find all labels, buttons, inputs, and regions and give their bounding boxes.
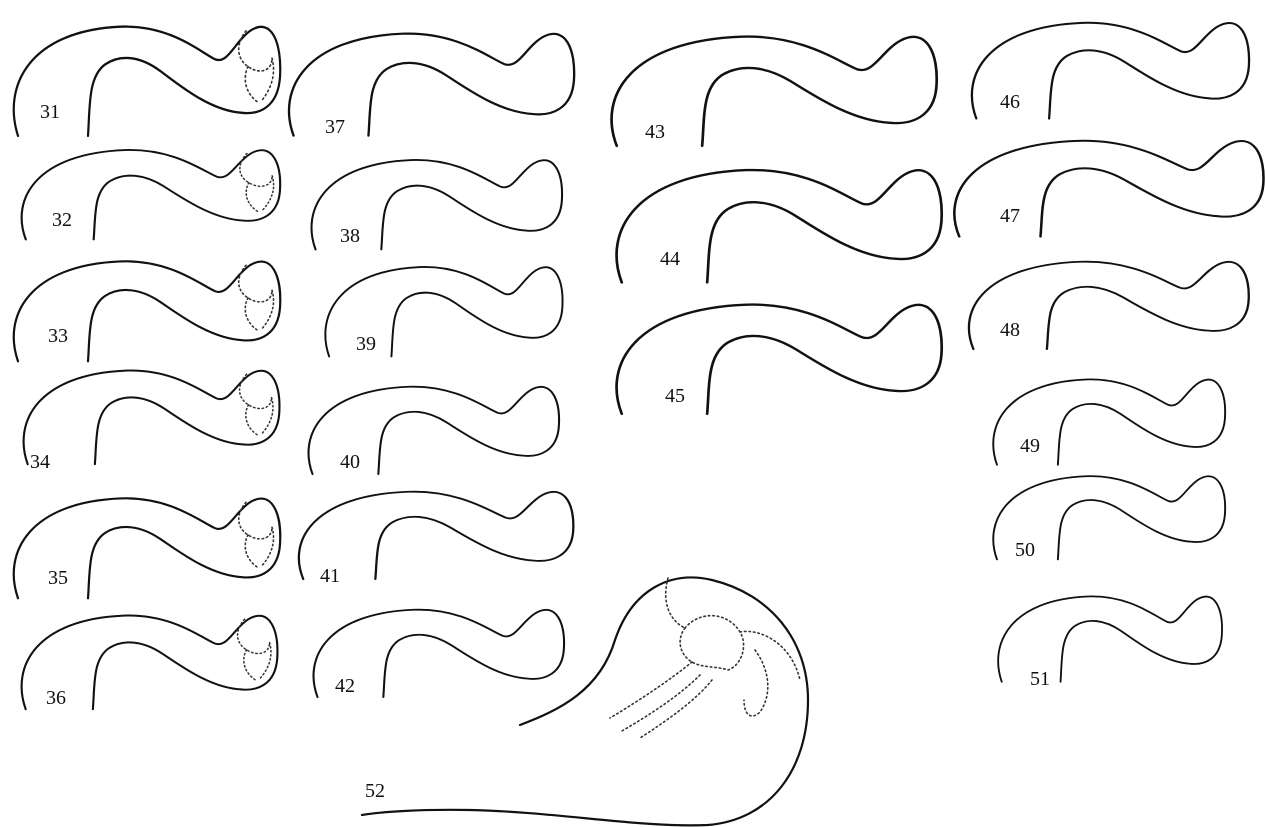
figure-number-label: 34 [30, 451, 50, 473]
figure-number-label: 47 [1000, 205, 1020, 227]
dotted-detail [262, 290, 274, 328]
dotted-detail [244, 650, 256, 681]
dotted-detail [245, 67, 258, 103]
dotted-detail [246, 183, 258, 212]
figure-number-label: 33 [48, 325, 68, 347]
figure-number-label: 49 [1020, 435, 1040, 457]
figure-number-label: 39 [356, 333, 376, 355]
dotted-detail [245, 298, 258, 331]
outline-figure-large [362, 578, 808, 826]
dotted-detail [610, 662, 692, 718]
outline-figure [24, 371, 280, 465]
dotted-detail [262, 58, 274, 100]
figure-number-label: 31 [40, 101, 60, 123]
dotted-detail [685, 616, 744, 670]
figure-number-label: 42 [335, 675, 355, 697]
figure-number-label: 50 [1015, 539, 1035, 561]
figure-number-label: 38 [340, 225, 360, 247]
figure-number-label: 35 [48, 567, 68, 589]
figure-number-label: 46 [1000, 91, 1020, 113]
dotted-detail [740, 631, 800, 680]
dotted-detail [666, 578, 685, 628]
dotted-detail [246, 405, 258, 436]
figure-number-label: 51 [1030, 668, 1050, 690]
figure-number-label: 32 [52, 209, 72, 231]
figure-number-label: 45 [665, 385, 685, 407]
figure-number-label: 41 [320, 565, 340, 587]
figure-number-label: 36 [46, 687, 66, 709]
dotted-detail [640, 680, 712, 738]
figure-number-label: 37 [325, 116, 345, 138]
outline-figure [299, 492, 574, 579]
figure-number-label: 44 [660, 248, 680, 270]
figure-number-label: 40 [340, 451, 360, 473]
dotted-detail [262, 527, 274, 565]
outline-path [362, 578, 808, 826]
outline-path [299, 492, 574, 579]
figure-number-label: 52 [365, 780, 385, 802]
dotted-detail [262, 398, 273, 434]
dotted-detail [245, 535, 258, 568]
dotted-detail [744, 650, 768, 716]
figure-number-label: 48 [1000, 319, 1020, 341]
figure-number-label: 43 [645, 121, 665, 143]
dotted-detail [680, 628, 728, 670]
dotted-detail [262, 176, 273, 210]
dotted-detail [260, 643, 271, 679]
